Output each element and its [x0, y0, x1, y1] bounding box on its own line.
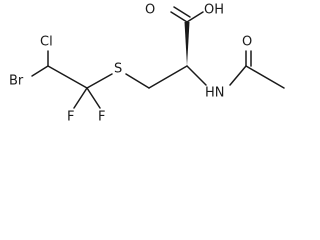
- atom-oh: OH: [204, 3, 224, 18]
- bond-c2-f2: [86, 87, 101, 109]
- bond-cooh-oh: [186, 11, 204, 23]
- atom-br: Br: [9, 74, 24, 89]
- bond-c2-s: [86, 73, 113, 89]
- atom-nh: HN: [205, 86, 225, 101]
- bond-ch2-calpha: [148, 65, 188, 89]
- bond-cooh-double-1: [170, 11, 188, 23]
- bond-c1-c2: [47, 65, 88, 89]
- bond-calpha-n: [186, 65, 207, 86]
- wedge-bond-calpha-cooh: [184, 22, 190, 66]
- atom-o-carbonyl-amide: O: [242, 35, 252, 50]
- bond-camide-ch3: [245, 65, 285, 89]
- atom-cl: Cl: [40, 35, 53, 50]
- bond-c2-f1: [73, 87, 88, 109]
- structure-svg: Cl Br F F S O OH HN O: [9, 3, 285, 125]
- bond-c1-br: [31, 65, 49, 77]
- atom-s: S: [114, 62, 122, 77]
- bond-s-ch2: [125, 73, 150, 89]
- atom-f2: F: [98, 110, 105, 125]
- bond-cooh-double-2: [173, 6, 191, 18]
- bonds: [31, 6, 285, 109]
- atom-f1: F: [67, 110, 74, 125]
- bond-n-camide: [229, 65, 247, 86]
- molecule-diagram: Cl Br F F S O OH HN O: [9, 3, 285, 125]
- atom-o-carbonyl-acid: O: [145, 3, 155, 18]
- atom-labels: Cl Br F F S O OH HN O: [9, 3, 252, 125]
